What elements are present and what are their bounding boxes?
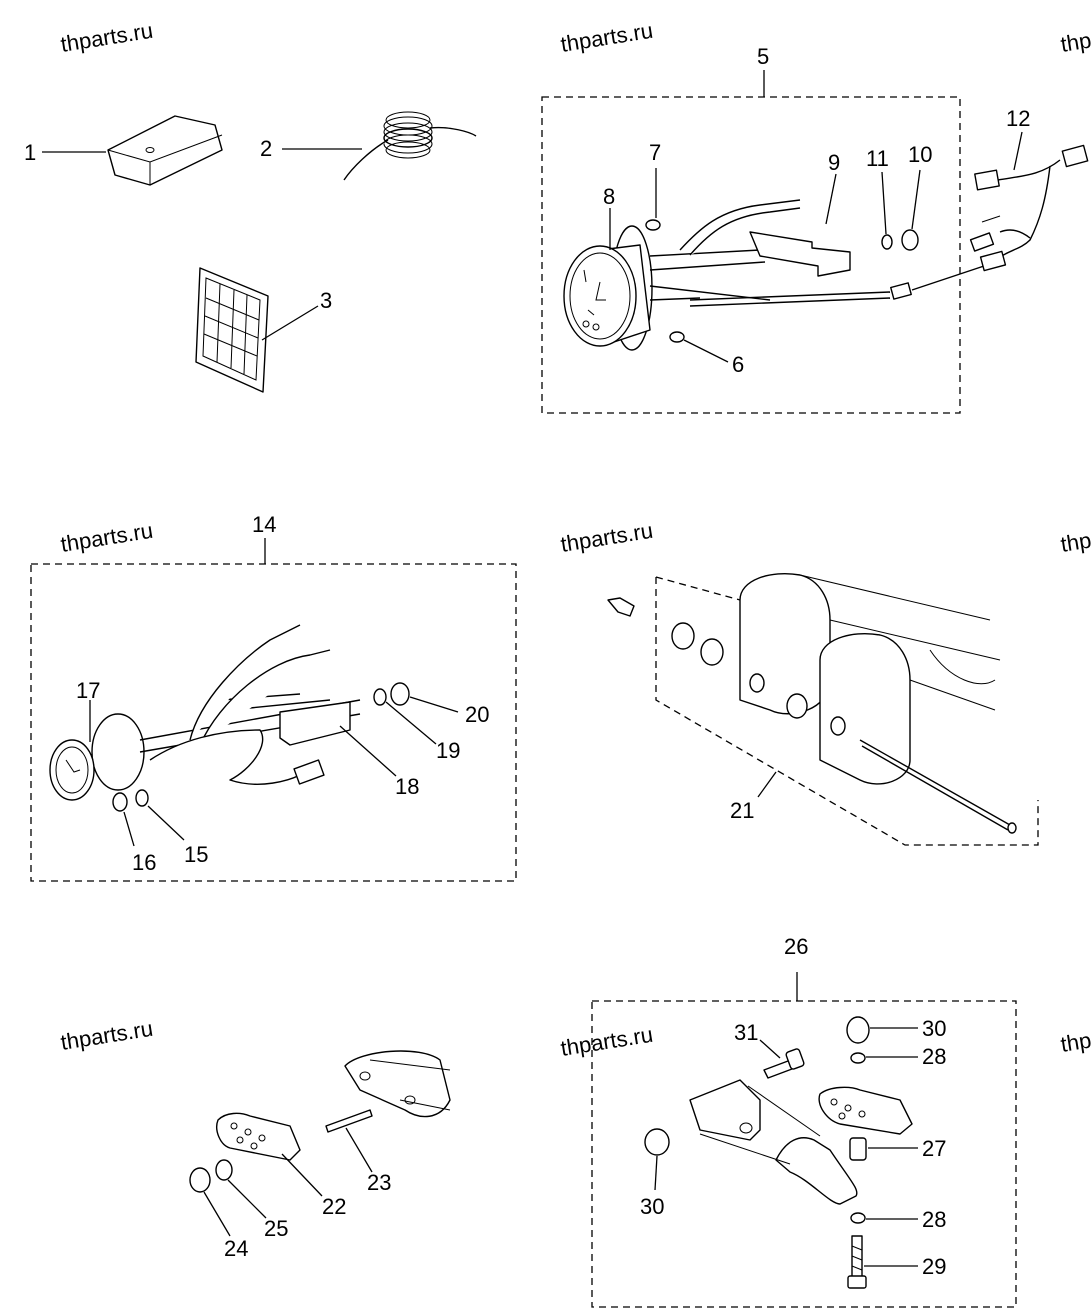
callout-labels: 1 2 3 5 6 7 8 9 10 11 12 14 15 16 17 18 … [24,44,1030,1279]
callout-28-bottom: 28 [922,1207,946,1232]
nut-part [901,229,919,251]
nut-part [846,1016,870,1044]
callout-15: 15 [184,842,208,867]
leader-15 [147,805,185,841]
leader-6 [683,339,729,363]
callout-30-bottom: 30 [640,1194,664,1219]
nut-part [644,1128,670,1156]
callout-18: 18 [395,774,419,799]
callout-31: 31 [734,1020,758,1045]
bushing-part [849,1137,867,1161]
leader-3 [261,305,319,341]
callout-5: 5 [757,44,769,69]
washer-part [850,1052,866,1064]
watermark: thparts.ru [59,18,155,57]
group-box-14 [30,563,517,882]
watermark: thparts.ru [559,518,655,557]
watermark: thparts.ru [59,1016,155,1055]
callout-30-top: 30 [922,1016,946,1041]
callout-21: 21 [730,798,754,823]
callout-10: 10 [908,142,932,167]
callout-7: 7 [649,140,661,165]
leader-20 [409,696,459,713]
watermark: thparts.ru [1059,18,1092,57]
callout-14: 14 [252,512,276,537]
leader-30-bottom [654,1155,658,1191]
callout-16: 16 [132,850,156,875]
small-gauge-assembly-part [49,624,361,801]
bulb-part [645,219,661,231]
watermarks: thparts.ru thparts.ru thparts.ru thparts… [59,18,1092,1061]
linkage-part [689,1048,913,1289]
callout-11: 11 [866,146,889,171]
callout-19: 19 [436,738,460,763]
callout-12: 12 [1006,106,1030,131]
leader-22 [281,1153,323,1197]
leader-21 [757,771,777,798]
callout-23: 23 [367,1170,391,1195]
washer-part [215,1159,233,1181]
group-box-21-top [655,576,741,601]
callout-25: 25 [264,1216,288,1241]
washer-part [373,688,387,706]
nut-part [390,682,410,706]
group-box-21 [655,577,1039,846]
coil-part [343,111,477,181]
callout-29: 29 [922,1254,946,1279]
watermark: thparts.ru [59,518,155,557]
mount-kit-part [607,573,1017,834]
callout-8: 8 [603,184,615,209]
nut-part [189,1167,211,1193]
pouch-part [107,115,223,186]
leader-18 [339,725,397,777]
leader-24 [203,1191,231,1237]
watermark: thparts.ru [1059,518,1092,557]
callout-24: 24 [224,1236,248,1261]
bulb-part [135,789,149,807]
leader-16 [123,811,135,847]
bulb-part [669,331,685,343]
leader-25 [227,1179,267,1219]
bulb-part [112,792,128,812]
callout-17: 17 [76,678,100,703]
watermark: thparts.ru [559,1022,655,1061]
leader-19 [385,701,437,745]
callout-27: 27 [922,1136,946,1161]
leader-9 [825,173,837,225]
bracket-set-part [216,1050,451,1161]
label-sheet-part [195,267,269,393]
group-box-5 [541,96,961,414]
callout-28-top: 28 [922,1044,946,1069]
leader-12 [1013,131,1023,171]
washer-part [850,1212,866,1224]
leader-11 [881,171,887,235]
callout-1: 1 [24,140,36,165]
callout-26: 26 [784,934,808,959]
harness-part [969,144,1089,272]
leader-23 [345,1127,373,1173]
callout-22: 22 [322,1194,346,1219]
callout-9: 9 [828,150,840,175]
callout-2: 2 [260,136,272,161]
leader-10 [911,169,921,230]
callout-6: 6 [732,352,744,377]
callout-3: 3 [320,288,332,313]
gauge-assembly-part [563,199,991,351]
group-box-26 [591,1000,1017,1308]
callout-20: 20 [465,702,489,727]
washer-part [881,234,893,250]
leader-31 [759,1039,781,1059]
watermark: thparts.ru [559,18,655,57]
watermark: thparts.ru [1059,1018,1092,1057]
